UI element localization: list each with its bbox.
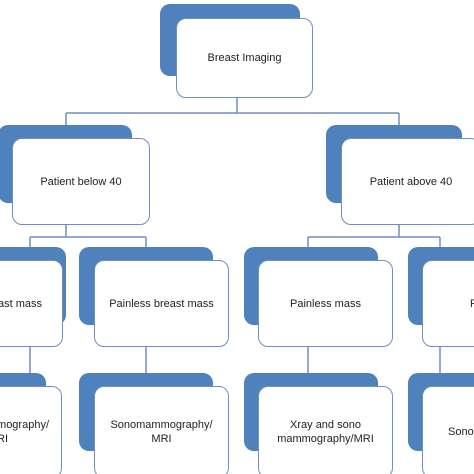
sonomammography-mri-left-edge-node: Sonomammography/ MRI	[0, 386, 62, 474]
sonomammography-mri-node: Sonomammography/ MRI	[94, 386, 229, 474]
sonomammography-right-edge-node: Sonomammography	[422, 386, 474, 474]
patient-below-40-node: Patient below 40	[12, 138, 150, 225]
painless-mass-node: Painless mass	[258, 260, 393, 347]
painless-breast-mass-node: Painless breast mass	[94, 260, 229, 347]
root-node: Breast Imaging	[176, 18, 313, 98]
patient-above-40-node: Patient above 40	[341, 138, 474, 225]
xray-sono-mammography-mri-node: Xray and sono mammography/MRI	[258, 386, 393, 474]
painful-mass-right-node: Painful breast mass	[422, 260, 474, 347]
painful-mass-left-node: Painful breast mass	[0, 260, 63, 347]
